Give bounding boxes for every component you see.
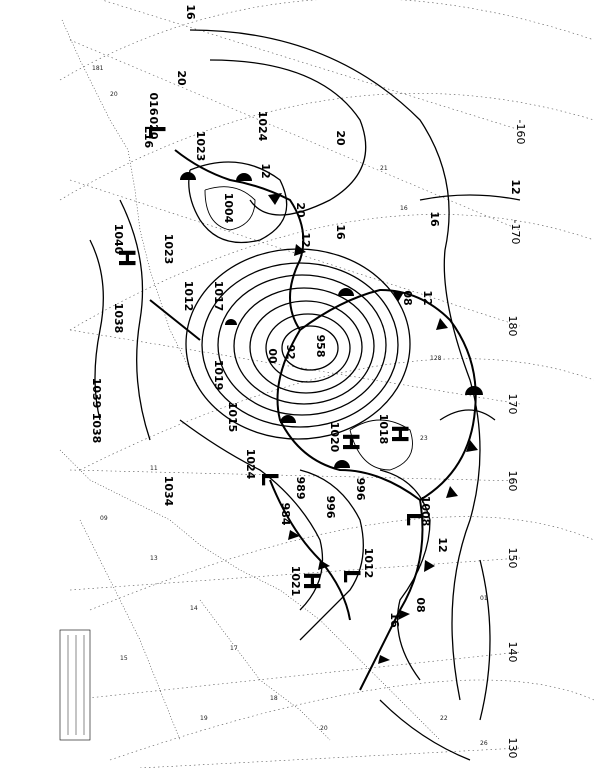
svg-text:23: 23 xyxy=(420,435,428,442)
isobar-label: 08 xyxy=(401,290,414,305)
isobar-label: 1040 xyxy=(112,224,125,255)
isobar-label: 1038 xyxy=(112,303,125,334)
longitude-label: 150 xyxy=(506,548,519,569)
low-pressure-symbol: L xyxy=(256,472,281,486)
svg-text:128: 128 xyxy=(430,355,442,362)
isobar-label: 20 xyxy=(334,130,347,146)
pressure-systems: H H H H L L L L xyxy=(113,125,426,590)
isobar-label: 996 xyxy=(324,496,337,519)
isobar-label: 1018 xyxy=(377,414,390,445)
isobar-label: 1020 xyxy=(328,422,341,453)
map-caption xyxy=(59,629,91,741)
svg-text:21: 21 xyxy=(380,165,388,172)
isobar-label: 16 xyxy=(388,612,401,628)
isobar-label: 1024 xyxy=(256,111,269,142)
longitude-label: 130 xyxy=(506,738,519,759)
isobar-label: 12 xyxy=(299,232,312,247)
isobars-main-low xyxy=(185,248,411,440)
isobar-label: 20 xyxy=(294,202,307,218)
isobar-label: 1017 xyxy=(212,281,225,312)
longitude-label: 140 xyxy=(506,642,519,663)
front-symbols xyxy=(180,172,483,664)
isobar-label: 016 xyxy=(147,93,160,116)
isobar-label: 12 xyxy=(259,163,272,178)
isobar-label: 16 xyxy=(428,211,441,227)
low-pressure-symbol: L xyxy=(401,512,426,526)
isobar-label: 1021 xyxy=(289,566,302,597)
svg-text:20: 20 xyxy=(110,91,118,98)
longitude-label: -160 xyxy=(514,120,527,145)
longitude-label: 180 xyxy=(506,316,519,337)
longitude-label: -170 xyxy=(509,220,522,245)
isobar-label: 1012 xyxy=(182,281,195,312)
longitude-label: 160 xyxy=(506,471,519,492)
svg-text:13: 13 xyxy=(150,555,158,562)
isobar-label: 00 xyxy=(266,348,279,364)
isobar-label: 1019 xyxy=(212,360,225,391)
isobar-label: 1008 xyxy=(419,496,432,527)
svg-text:17: 17 xyxy=(230,645,238,652)
isobar-label: 1024 xyxy=(244,449,257,480)
longitude-label: 170 xyxy=(506,394,519,415)
isobar-label: 996 xyxy=(354,478,367,501)
svg-text:19: 19 xyxy=(200,715,208,722)
isobar-label: 92 xyxy=(284,344,297,359)
isobar-label: 12 xyxy=(436,537,449,552)
isobar-label: 1023 xyxy=(162,234,175,265)
isobar-label: 1004 xyxy=(222,193,235,224)
isobar-label: 1023 xyxy=(194,131,207,162)
high-pressure-symbol: H xyxy=(298,572,323,590)
isobar-label: 989 xyxy=(294,477,307,500)
isobar-label: 1034 xyxy=(162,476,175,507)
isobar-label: 12 xyxy=(509,179,522,194)
svg-text:14: 14 xyxy=(190,605,198,612)
isobar-label: 1038 xyxy=(90,413,103,444)
longitude-grid xyxy=(69,0,521,768)
isobar-label: 984 xyxy=(279,503,292,526)
svg-text:16: 16 xyxy=(400,205,408,212)
high-pressure-symbol: H xyxy=(113,249,138,267)
isobar-label: 020 xyxy=(147,117,160,140)
weather-fronts xyxy=(149,149,477,691)
isobar-label: 1015 xyxy=(226,402,239,433)
longitude-labels: -160 -170 180 170 160 150 140 130 xyxy=(506,120,527,759)
isobar-label: 20 xyxy=(175,70,188,86)
svg-text:18: 18 xyxy=(270,695,278,702)
svg-text:11: 11 xyxy=(150,465,158,472)
low-pressure-symbol: L xyxy=(338,569,363,583)
coastline xyxy=(59,19,441,741)
svg-text:20: 20 xyxy=(320,725,328,732)
latitude-grid xyxy=(59,0,594,761)
isobars-regional xyxy=(89,29,521,761)
svg-text:09: 09 xyxy=(100,515,108,522)
isobar-label: 1039 xyxy=(90,378,103,409)
isobar-label: 1012 xyxy=(362,548,375,579)
svg-text:15: 15 xyxy=(120,655,128,662)
isobar-label: 16 xyxy=(334,224,347,240)
isobar-label: L16 xyxy=(142,126,155,149)
svg-text:22: 22 xyxy=(440,715,448,722)
isobar-label: 08 xyxy=(414,597,427,612)
svg-text:181: 181 xyxy=(92,65,104,72)
isobar-label: 12 xyxy=(421,290,434,305)
station-plots: 181 20 21 16 128 23 01 13 14 17 18 20 15… xyxy=(92,65,488,747)
high-pressure-symbol: H xyxy=(386,425,411,443)
isobar-label: 958 xyxy=(314,335,327,358)
low-pressure-symbol: L xyxy=(143,125,168,139)
high-pressure-symbol: H xyxy=(337,433,362,451)
svg-text:01: 01 xyxy=(480,595,488,602)
isobar-label: 16 xyxy=(184,4,197,20)
svg-text:26: 26 xyxy=(480,740,488,747)
